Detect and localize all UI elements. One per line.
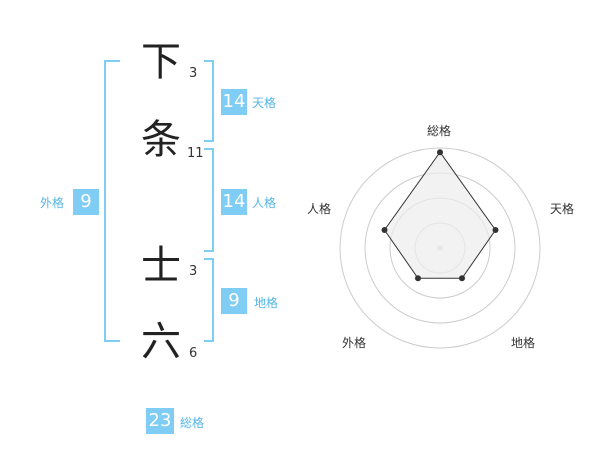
radar-axis-label-soukaku: 総格 (427, 124, 452, 138)
gaikaku-label: 外格 (40, 196, 65, 210)
chikaku-value-box: 9 (221, 288, 247, 314)
gaikaku-value-box: 9 (73, 189, 99, 215)
radar-axis-label-jinkaku: 人格 (307, 202, 332, 216)
radar-point-4 (381, 227, 388, 233)
radar-point-2 (459, 275, 465, 282)
chikaku-label: 地格 (254, 296, 279, 310)
radar-point-0 (437, 149, 443, 156)
stroke-count-3: 3 (189, 264, 198, 279)
radar-axis-label-tenkaku: 天格 (550, 202, 575, 216)
stroke-count-4: 6 (189, 346, 198, 361)
radar-point-1 (492, 227, 499, 233)
soukaku-label: 総格 (180, 416, 205, 430)
radar-point-3 (415, 275, 421, 282)
radar-axis-label-chikaku: 地格 (511, 336, 536, 350)
stroke-count-1: 3 (189, 66, 198, 81)
name-char-2: 条 (141, 117, 181, 163)
name-char-1: 下 (141, 39, 181, 85)
radar-series-polygon (383, 151, 497, 279)
tenkaku-bracket (204, 60, 214, 142)
stroke-count-2: 11 (187, 146, 204, 161)
name-char-4: 六 (141, 319, 181, 365)
jinkaku-label: 人格 (252, 196, 277, 210)
radar-ring (339, 147, 541, 349)
jinkaku-value-box: 14 (221, 189, 247, 215)
jinkaku-bracket (204, 148, 214, 252)
tenkaku-label: 天格 (252, 96, 277, 110)
soukaku-value-box: 23 (146, 408, 174, 434)
name-char-3: 士 (141, 243, 181, 289)
tenkaku-value-box: 14 (221, 89, 247, 115)
chikaku-bracket (204, 258, 214, 342)
gaikaku-bracket (104, 60, 120, 342)
radar-axis-label-gaikaku: 外格 (342, 336, 367, 350)
